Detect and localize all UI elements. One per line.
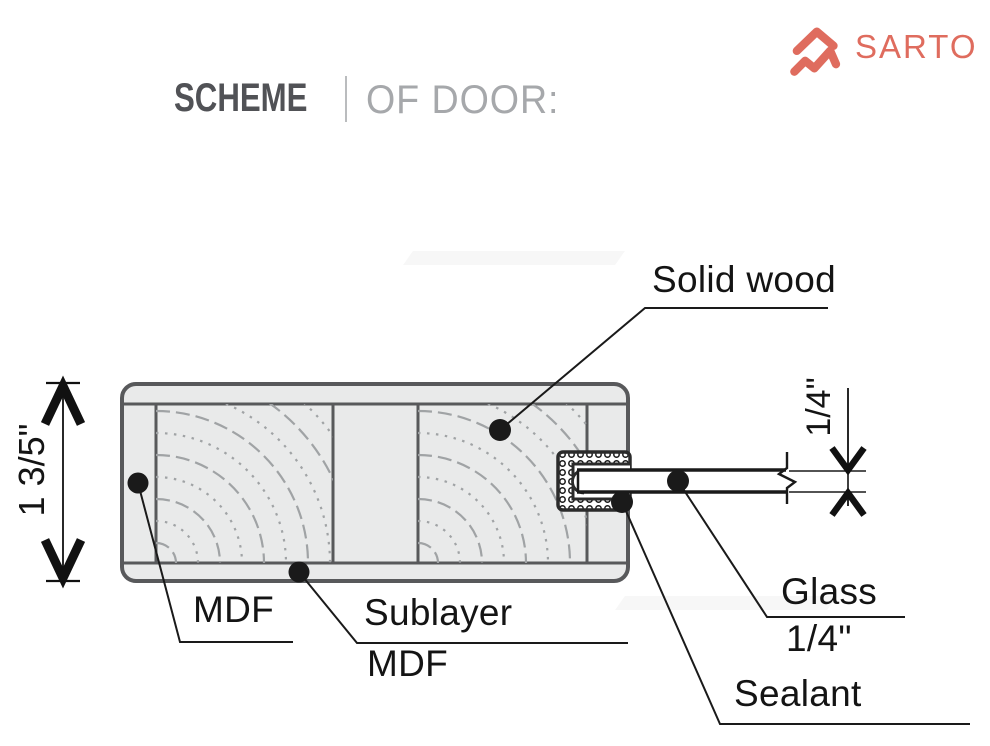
title-separator [345, 76, 347, 122]
glass-break-symbol [776, 452, 798, 504]
glass-thickness-dimension-text: 1/4" [800, 377, 838, 437]
glass-label-line2: 1/4" [786, 618, 852, 659]
dimension-door-thickness [40, 375, 86, 589]
sealant-label: Sealant [734, 673, 862, 714]
wood-grain-right [418, 404, 587, 563]
sublayer-mdf-label-line2: MDF [367, 643, 449, 684]
dot-mdf [127, 472, 149, 494]
leader-glass [677, 480, 905, 618]
sublayer-mdf-label-line1: Sublayer [364, 592, 513, 633]
dot-glass [667, 470, 689, 492]
sarto-logo: SARTO [786, 18, 986, 88]
dot-sealant [611, 491, 633, 513]
leader-sublayer-mdf [298, 571, 628, 644]
door-body [120, 382, 630, 583]
sarto-logo-text: SARTO [855, 28, 978, 65]
dot-solid-wood [489, 419, 511, 441]
callout-leaders [137, 307, 970, 725]
glass-label-line1: Glass [781, 571, 878, 612]
callout-dots [127, 419, 689, 583]
door-thickness-dimension-text: 1 3/5" [11, 423, 52, 517]
sarto-logo-icon [790, 27, 841, 76]
solid-wood-label: Solid wood [652, 259, 837, 300]
wood-grain-left [156, 404, 333, 563]
page-title-secondary: OF DOOR: [366, 78, 560, 122]
dot-sublayer-mdf [288, 561, 310, 583]
leader-solid-wood [499, 307, 828, 431]
leader-sealant [621, 501, 970, 725]
leader-mdf [137, 482, 293, 643]
mdf-label: MDF [193, 589, 275, 630]
dimension-glass-thickness [829, 388, 867, 517]
page-title-primary: SCHEME [174, 76, 308, 120]
